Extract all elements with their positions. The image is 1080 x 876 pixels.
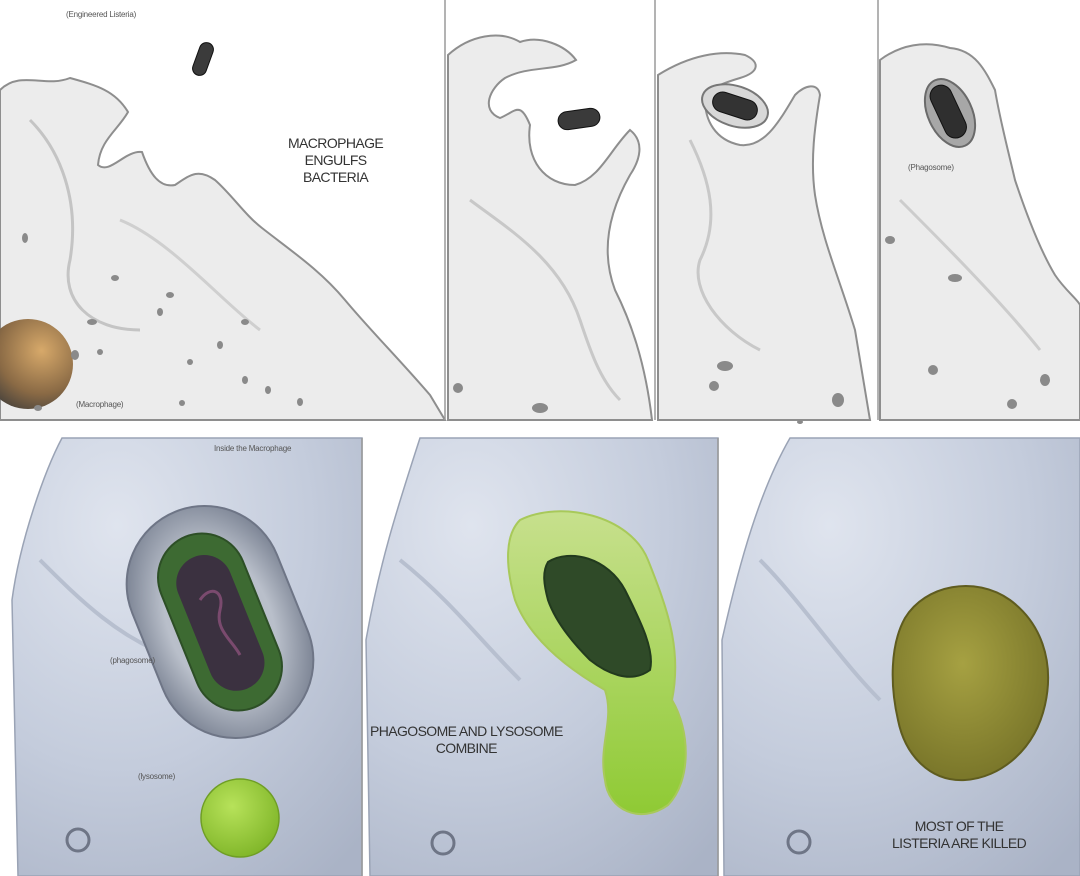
panel-engulfing-arms: [448, 36, 652, 420]
panel-engulfing-start: [0, 41, 445, 420]
bacterium-icon: [191, 41, 216, 78]
panel-listeria-killed: [722, 438, 1080, 876]
macrophage-cell-icon: [880, 44, 1080, 420]
panel-phagosome-formed: [880, 44, 1080, 420]
lysosome-icon: [201, 779, 279, 857]
panel-engulfing-closing: [658, 53, 870, 424]
macrophage-cell-icon: [448, 36, 652, 420]
panel-inside-macrophage: [0, 430, 362, 876]
panel-phagosome-lysosome-fuse: [366, 438, 718, 876]
bacterium-icon: [557, 107, 601, 131]
